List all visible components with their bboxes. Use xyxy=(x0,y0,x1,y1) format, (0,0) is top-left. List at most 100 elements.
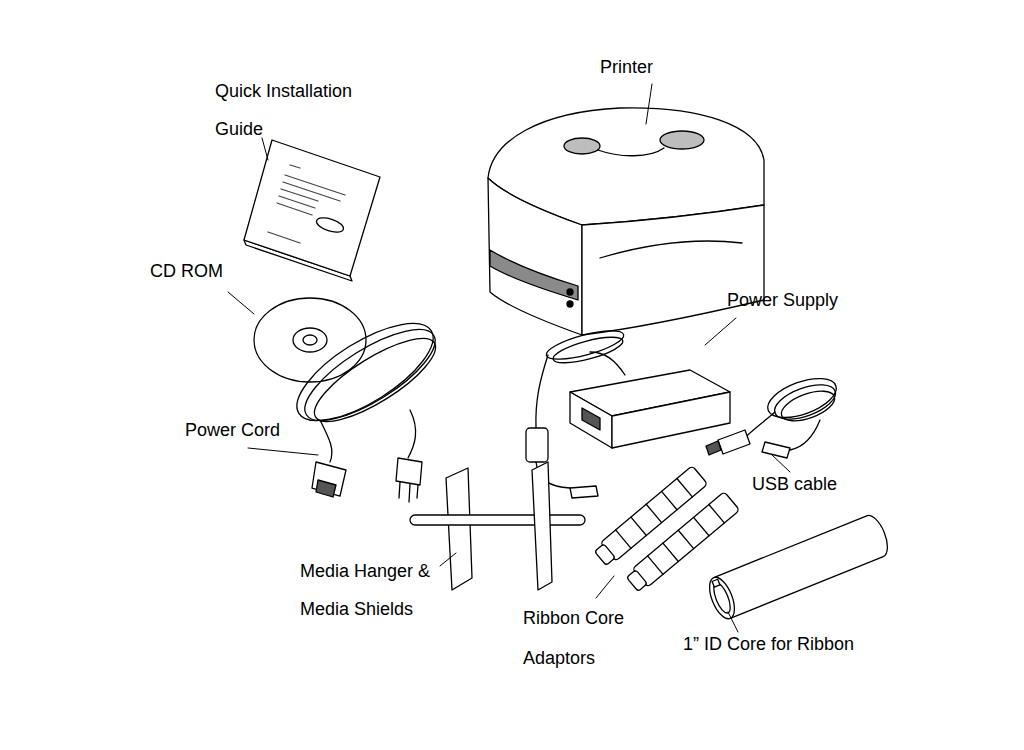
printer-illustration-part xyxy=(567,301,573,307)
ribbon-core-adaptors-part-part xyxy=(663,543,678,561)
leader-lines-part xyxy=(228,292,254,314)
ribbon-core-adaptors-part-part xyxy=(678,530,693,548)
guide-booklet xyxy=(244,140,380,281)
leader-lines-part xyxy=(705,318,736,345)
part-label: USB cable xyxy=(752,473,837,495)
ribbon-core-tube-part xyxy=(704,512,892,622)
printer-illustration-part xyxy=(564,138,600,154)
media-hanger-illustration xyxy=(410,462,585,590)
leader-lines-part xyxy=(646,84,652,124)
ribbon-core-adaptors-part-part xyxy=(632,492,739,588)
guide-booklet-part xyxy=(277,203,312,215)
ribbon-core-adaptors-part-part xyxy=(646,504,661,522)
usb-cable-illustration-part-part xyxy=(778,385,839,427)
power-cord-illustration-part xyxy=(320,420,332,462)
power-cord-illustration-part-part xyxy=(417,485,418,498)
cd-rom-disc-part xyxy=(293,328,327,352)
leader-lines-part xyxy=(440,553,456,566)
cd-rom-disc-part xyxy=(303,335,317,345)
part-label: Power Cord xyxy=(185,419,280,441)
power-cord-illustration-part-part xyxy=(312,462,346,496)
printer-illustration-part xyxy=(488,178,582,335)
ribbon-core-adaptors-part-part xyxy=(662,491,677,509)
power-supply-illustration-part xyxy=(612,392,730,448)
power-cord-illustration-part xyxy=(304,324,446,436)
power-supply-illustration-part xyxy=(570,486,598,498)
guide-booklet-part xyxy=(283,182,340,201)
ribbon-core-adaptors-part-part xyxy=(627,570,648,592)
media-hanger-illustration-part xyxy=(410,515,585,525)
guide-booklet-part xyxy=(268,232,300,243)
leader-lines-part xyxy=(596,576,614,598)
power-supply-illustration-part-part xyxy=(544,325,626,365)
usb-cable-illustration-part-part xyxy=(763,371,842,426)
ribbon-core-adaptors-part-part xyxy=(616,530,631,548)
ribbon-core-adaptors-part-part xyxy=(600,466,707,562)
usb-cable-illustration-part xyxy=(706,441,721,455)
printer-illustration-part xyxy=(582,205,764,335)
ribbon-core-adaptors-part-part xyxy=(595,544,616,566)
power-cord-illustration-part xyxy=(312,458,422,502)
ribbon-core-tube-part-part xyxy=(712,579,720,587)
part-label: Printer xyxy=(600,56,653,78)
power-supply-illustration-part xyxy=(582,408,600,430)
power-cord-illustration-part xyxy=(408,410,416,458)
guide-booklet-part xyxy=(244,140,380,276)
power-cord-illustration-part-part xyxy=(316,480,336,497)
ribbon-core-tube xyxy=(704,512,892,622)
media-hanger-illustration-part xyxy=(532,462,552,590)
ribbon-core-adaptors-part-part xyxy=(694,517,709,535)
guide-booklet-part xyxy=(315,215,345,235)
printer-illustration-part xyxy=(490,250,578,300)
power-cord-illustration-part-part xyxy=(396,458,422,485)
part-label: CD ROM xyxy=(150,260,223,282)
power-supply-illustration-part-part xyxy=(536,355,548,428)
power-supply-illustration xyxy=(526,325,730,498)
ribbon-core-adaptors xyxy=(593,466,740,594)
power-cord-illustration-part xyxy=(283,305,447,439)
media-hanger-illustration-part xyxy=(446,468,472,590)
usb-cable-illustration-part-part xyxy=(770,378,840,426)
ribbon-core-adaptors-part-part xyxy=(631,517,646,535)
printer-illustration-part xyxy=(598,148,664,156)
guide-booklet-part xyxy=(290,165,300,168)
printer-illustration xyxy=(488,108,764,335)
usb-cable-illustration-part xyxy=(718,430,750,454)
part-label: Media Hanger & Media Shields xyxy=(300,552,460,628)
power-cord-illustration xyxy=(283,305,447,502)
leader-lines-part xyxy=(248,448,318,455)
printer-illustration-part xyxy=(567,289,573,295)
power-cord-illustration-part xyxy=(293,313,448,437)
part-label: Quick Installation Guide xyxy=(215,72,387,148)
power-supply-illustration-part-part xyxy=(551,332,625,368)
printer-illustration-part xyxy=(600,241,742,258)
leader-lines xyxy=(228,84,790,632)
ribbon-core-adaptors-part-part xyxy=(709,505,724,523)
power-cord-illustration-part-part xyxy=(409,484,410,502)
cd-rom-disc-part xyxy=(254,298,366,382)
leader-lines-part xyxy=(262,138,268,160)
usb-cable-illustration-part-part xyxy=(745,412,775,438)
printer-illustration-part xyxy=(660,131,704,149)
usb-cable-illustration-part xyxy=(745,371,841,450)
ribbon-core-adaptors-part-part xyxy=(648,556,663,574)
part-label: Power Supply xyxy=(727,289,838,311)
usb-cable-illustration xyxy=(706,371,841,458)
leader-lines-part xyxy=(728,612,738,632)
part-label: 1” ID Core for Ribbon xyxy=(683,633,854,655)
power-supply-illustration-part xyxy=(526,428,548,462)
power-supply-illustration-part xyxy=(570,392,612,448)
part-label: Ribbon Core Adaptors xyxy=(523,598,651,678)
usb-cable-illustration-part xyxy=(762,442,790,458)
usb-cable-illustration-part-part xyxy=(790,420,820,450)
cd-rom-disc xyxy=(254,298,366,382)
ribbon-core-tube-part-part xyxy=(714,512,893,618)
ribbon-core-adaptors-part xyxy=(593,466,708,568)
ribbon-core-tube-part-part xyxy=(704,574,739,622)
power-cord-illustration-part-part xyxy=(399,482,400,498)
leader-lines-part xyxy=(772,455,790,472)
power-supply-illustration-part-part xyxy=(590,352,625,375)
ribbon-core-adaptors-part-part xyxy=(677,479,692,497)
